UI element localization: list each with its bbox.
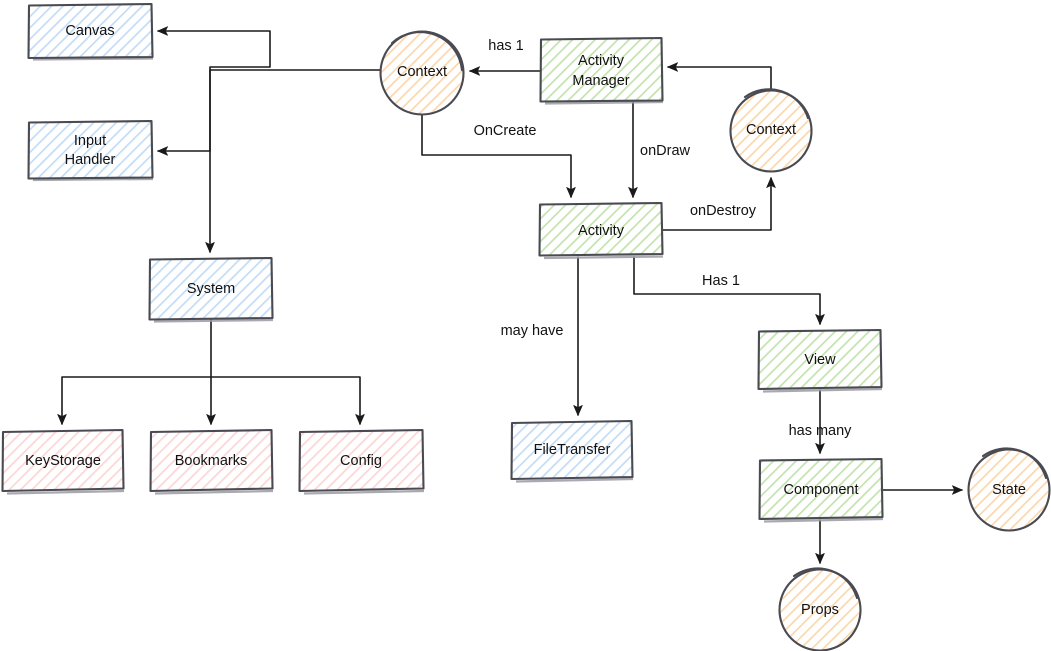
- edge-system-to-config[interactable]: [210, 376, 365, 425]
- edge-activity-to-view[interactable]: [633, 256, 825, 325]
- node-keystorage[interactable]: KeyStorage: [1, 428, 125, 495]
- node-view[interactable]: View: [757, 328, 883, 393]
- node-bookmarks[interactable]: Bookmarks: [149, 428, 274, 495]
- edge-context-to-activity-oncreate[interactable]: [421, 113, 576, 198]
- node-context-left[interactable]: Context: [379, 30, 465, 116]
- edge-context-to-canvas[interactable]: [157, 26, 381, 71]
- node-system[interactable]: System: [148, 256, 274, 323]
- node-filetransfer[interactable]: FileTransfer: [510, 419, 634, 483]
- edge-label-has-1-caps: Has 1: [702, 273, 740, 289]
- edge-layer: [57, 26, 963, 564]
- edge-label-ondestroy: onDestroy: [690, 203, 757, 219]
- edge-label-may-have: may have: [501, 323, 564, 339]
- node-input-handler[interactable]: Input Handler: [27, 119, 154, 182]
- edge-label-has-1: has 1: [488, 38, 523, 54]
- node-config[interactable]: Config: [298, 428, 425, 495]
- node-activity[interactable]: Activity: [538, 201, 664, 260]
- node-canvas[interactable]: Canvas: [27, 2, 154, 61]
- edge-label-ondraw: onDraw: [640, 143, 690, 159]
- node-state[interactable]: State: [967, 447, 1051, 532]
- edge-label-oncreate: OnCreate: [474, 123, 537, 139]
- node-props[interactable]: Props: [778, 567, 862, 651]
- node-context-right[interactable]: Context: [729, 88, 813, 173]
- edge-activity-to-context-ondestroy[interactable]: [661, 177, 776, 231]
- node-component[interactable]: Component: [758, 457, 884, 523]
- edge-system-to-keystorage[interactable]: [57, 376, 212, 425]
- edge-context-to-activity-manager[interactable]: [667, 62, 772, 91]
- node-activity-manager[interactable]: Activity Manager: [539, 36, 664, 105]
- edge-context-to-input-handler[interactable]: [157, 69, 211, 156]
